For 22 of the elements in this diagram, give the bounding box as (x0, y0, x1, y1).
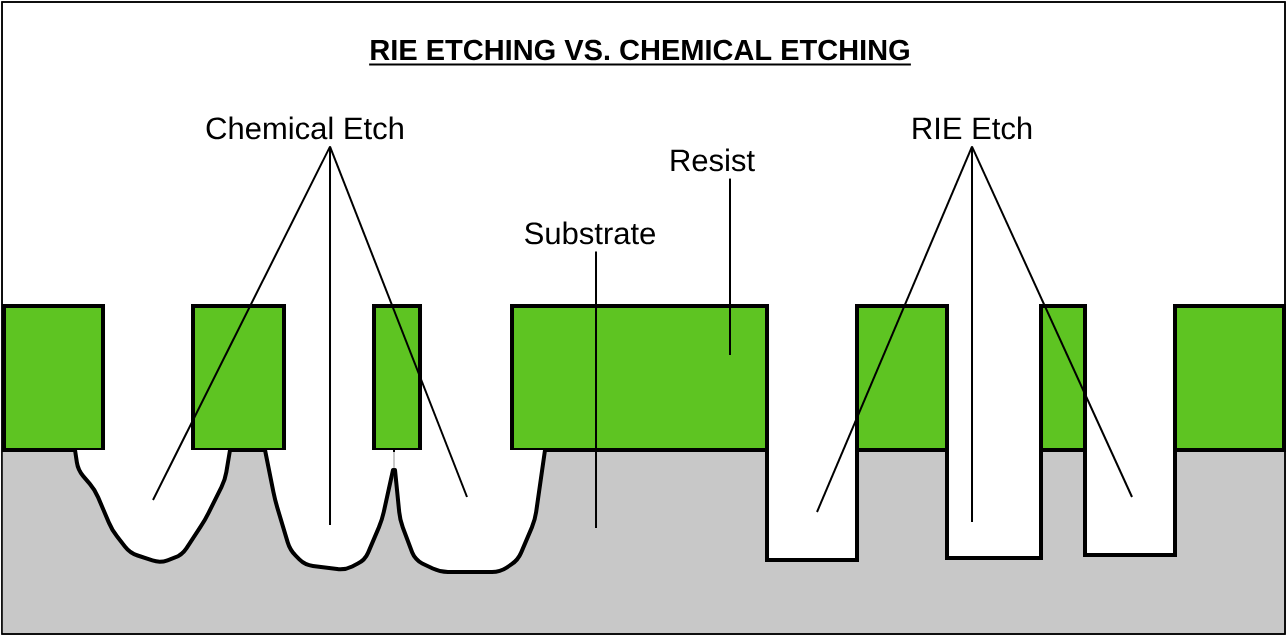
leader-line (329, 145, 468, 498)
leader-line (152, 145, 331, 501)
etch-pit (263, 448, 395, 572)
leader-line (329, 145, 331, 526)
callout-label: Chemical Etch (206, 116, 403, 140)
etch-pit (73, 448, 232, 564)
leader-line (816, 145, 973, 513)
title: RIE ETCHING VS. CHEMICAL ETCHING (368, 39, 912, 66)
leader-line (595, 250, 597, 529)
etch-pit (393, 448, 547, 574)
callout-label: Substrate (525, 221, 655, 245)
callout-label: Resist (671, 148, 755, 172)
resist-block (1173, 304, 1286, 452)
callout-label: RIE Etch (913, 116, 1032, 140)
resist-block (372, 304, 422, 452)
leader-line (729, 177, 731, 356)
resist-block (855, 304, 949, 452)
leader-line (971, 145, 1133, 498)
resist-block (2, 304, 105, 452)
resist-block (510, 304, 769, 452)
resist-block (191, 304, 286, 452)
leader-line (971, 145, 973, 523)
